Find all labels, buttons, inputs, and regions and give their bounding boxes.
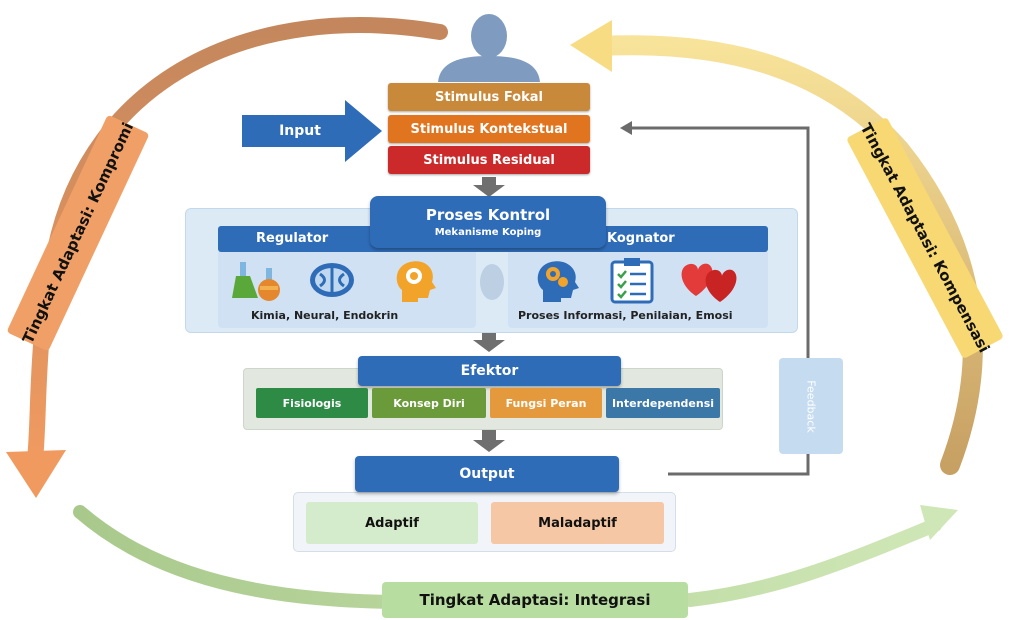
flow-arrows [473, 177, 505, 452]
mode-interdependensi: Interdependensi [606, 388, 720, 418]
stimulus-kontekstual: Stimulus Kontekstual [388, 115, 590, 143]
hearts-icon [681, 263, 737, 302]
input-label: Input [279, 123, 321, 139]
proses-kontrol-title: Proses Kontrol [425, 206, 551, 224]
proses-kontrol-box: Proses Kontrol Mekanisme Koping [370, 196, 606, 248]
integrasi-box: Tingkat Adaptasi: Integrasi [382, 582, 688, 618]
person-silhouette-icon [438, 14, 540, 82]
mekanisme-koping-subtitle: Mekanisme Koping [434, 227, 542, 238]
mode-fisiologis: Fisiologis [256, 388, 368, 418]
stimulus-fokal: Stimulus Fokal [388, 83, 590, 111]
output-adaptif: Adaptif [306, 502, 478, 544]
head-gears-icon [537, 261, 579, 302]
integrasi-arc [73, 505, 942, 609]
checklist-icon [610, 258, 654, 304]
kognator-title: Kognator [607, 231, 675, 246]
feedback-box: Feedback [779, 358, 843, 454]
mode-fungsi-peran: Fungsi Peran [490, 388, 602, 418]
mode-konsep-diri: Konsep Diri [372, 388, 486, 418]
lab-flasks-icon [232, 262, 280, 301]
feedback-line [628, 126, 810, 476]
head-profile-icon [396, 261, 436, 302]
stimulus-residual: Stimulus Residual [388, 146, 590, 174]
feedback-arrowhead [620, 121, 632, 135]
regulator-caption: Kimia, Neural, Endokrin [251, 309, 399, 322]
regulator-title: Regulator [256, 231, 329, 246]
kognator-caption: Proses Informasi, Penilaian, Emosi [518, 309, 733, 322]
input-arrow-shape [242, 100, 382, 162]
integrasi-label: Tingkat Adaptasi: Integrasi [419, 591, 651, 609]
kompensasi-arrowhead [570, 20, 612, 72]
feedback-label: Feedback [804, 379, 818, 433]
integrasi-arrowhead [920, 505, 958, 540]
kompromi-arrowhead [6, 450, 66, 498]
control-divider [476, 252, 508, 328]
brain-icon [310, 263, 354, 297]
output-maladaptif: Maladaptif [491, 502, 664, 544]
output-title: Output [355, 456, 619, 492]
efektor-title: Efektor [358, 356, 621, 386]
